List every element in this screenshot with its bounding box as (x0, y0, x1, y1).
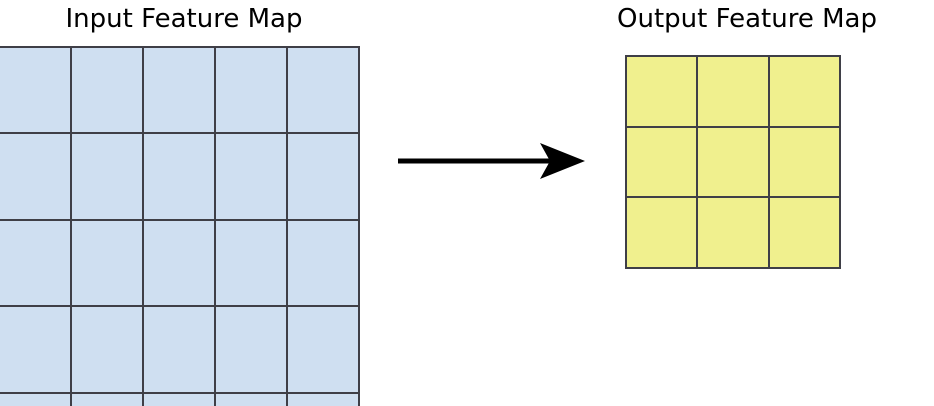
input-feature-map-cell-4-2 (144, 393, 214, 406)
input-feature-map-cell-3-1 (72, 307, 142, 392)
output-feature-map-cell-0-1 (698, 57, 768, 126)
input-feature-map-grid (0, 46, 360, 406)
input-feature-map-cell-3-2 (144, 307, 214, 392)
output-feature-map-cell-0-2 (769, 57, 839, 126)
input-feature-map-cell-2-1 (72, 220, 142, 306)
input-feature-map-cell-2-4 (288, 220, 358, 306)
input-feature-map-cell-1-4 (288, 134, 358, 219)
output-feature-map-cell-1-2 (769, 127, 839, 197)
output-feature-map-cell-1-0 (627, 127, 697, 197)
input-feature-map-cell-2-2 (144, 220, 214, 306)
output-feature-map-grid (625, 55, 841, 269)
transform-arrow-icon (398, 143, 585, 179)
input-feature-map-cell-3-0 (0, 307, 70, 392)
input-feature-map-cell-3-4 (288, 307, 358, 392)
output-feature-map-cell-0-0 (627, 57, 697, 126)
input-feature-map-cell-4-0 (0, 393, 70, 406)
output-feature-map-title: Output Feature Map (617, 4, 877, 34)
input-feature-map-cell-4-3 (216, 393, 286, 406)
input-feature-map-cell-1-2 (144, 134, 214, 219)
arrow-head (540, 143, 585, 179)
input-feature-map-cell-0-4 (288, 48, 358, 133)
input-feature-map-cell-1-1 (72, 134, 142, 219)
output-feature-map-cell-2-1 (698, 198, 768, 267)
input-feature-map-cell-1-0 (0, 134, 70, 219)
input-feature-map-cell-1-3 (216, 134, 286, 219)
input-feature-map-cell-0-1 (72, 48, 142, 133)
input-feature-map-cell-0-3 (216, 48, 286, 133)
input-feature-map-cell-4-1 (72, 393, 142, 406)
output-feature-map-cell-1-1 (698, 127, 768, 197)
output-feature-map-cell-2-0 (627, 198, 697, 267)
input-feature-map-cell-0-0 (0, 48, 70, 133)
input-feature-map-cell-4-4 (288, 393, 358, 406)
input-feature-map-title: Input Feature Map (65, 4, 303, 34)
output-feature-map-cell-2-2 (769, 198, 839, 267)
input-feature-map-cell-2-0 (0, 220, 70, 306)
input-feature-map-cell-2-3 (216, 220, 286, 306)
input-feature-map-cell-3-3 (216, 307, 286, 392)
input-feature-map-cell-0-2 (144, 48, 214, 133)
